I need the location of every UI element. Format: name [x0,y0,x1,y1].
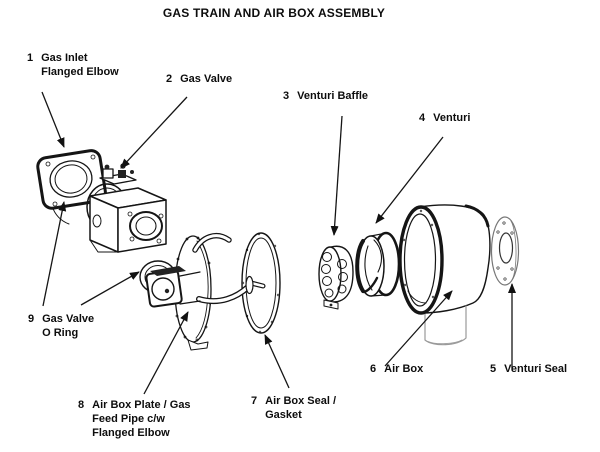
part-name: Venturi Baffle [297,90,369,102]
part-number: 4 [419,112,426,124]
label-part-4: 4 Venturi [419,111,470,125]
part-number: 6 [370,363,377,375]
part-number: 5 [490,363,497,375]
part-name: Air Box Plate / Gas Feed Pipe c/w Flange… [92,399,191,439]
venturi-baffle-drawing [318,245,354,310]
part-number: 8 [78,399,85,411]
venturi-drawing [355,231,401,297]
part-name: Gas Valve O Ring [42,313,95,339]
part-name: Air Box Seal / Gasket [265,395,337,421]
part-name: Air Box [384,363,424,375]
part-number: 7 [251,395,258,407]
label-part-8: 8 Air Box Plate / Gas Feed Pipe c/w Flan… [78,398,191,440]
part-name: Gas Inlet Flanged Elbow [41,52,119,78]
diagram-title: GAS TRAIN AND AIR BOX ASSEMBLY [162,6,386,20]
part-name: Gas Valve [180,73,233,85]
part-name: Venturi [433,112,471,124]
label-part-2: 2 Gas Valve [166,72,232,86]
label-part-5: 5 Venturi Seal [490,362,567,376]
label-part-3: 3 Venturi Baffle [283,89,368,103]
label-part-7: 7 Air Box Seal / Gasket [251,394,336,422]
venturi-seal-drawing [490,216,520,286]
gas-feed-pipe-drawing [192,233,266,305]
part-number: 9 [28,313,35,325]
part-number: 1 [27,52,34,64]
label-part-9: 9 Gas Valve O Ring [28,312,94,340]
part-number: 2 [166,73,173,85]
part-name: Venturi Seal [504,363,568,375]
label-part-1: 1 Gas Inlet Flanged Elbow [27,51,119,79]
gas-valve-drawing [89,163,167,253]
plate-flanged-elbow-drawing [145,266,201,308]
part-number: 3 [283,90,290,102]
air-box-drawing [398,204,491,346]
label-part-6: 6 Air Box [370,362,423,376]
